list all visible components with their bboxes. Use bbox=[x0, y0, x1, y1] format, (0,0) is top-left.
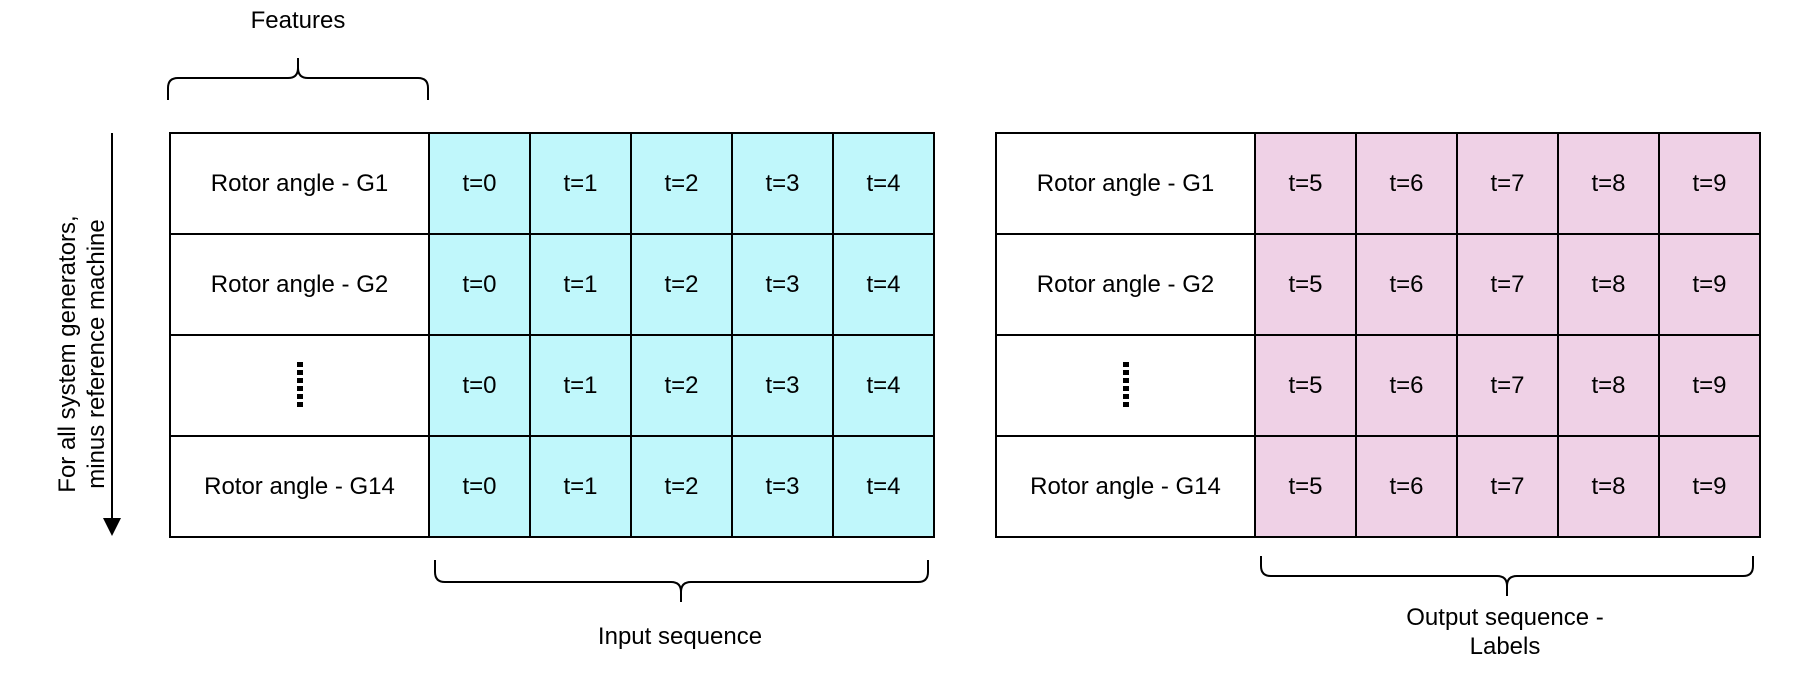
timestep-cell: t=4 bbox=[834, 437, 935, 538]
timestep-cell: t=1 bbox=[531, 134, 632, 235]
features-label: Features bbox=[250, 7, 346, 34]
output-label-line1: Output sequence - bbox=[1406, 604, 1604, 631]
timestep-cell: t=0 bbox=[430, 235, 531, 336]
timestep-cell: t=1 bbox=[531, 437, 632, 538]
feature-label-cell: Rotor angle - G1 bbox=[997, 134, 1256, 235]
feature-label-cell: Rotor angle - G1 bbox=[171, 134, 430, 235]
timestep-cell: t=4 bbox=[834, 134, 935, 235]
input-sequence-label: Input sequence bbox=[597, 623, 763, 650]
vertical-ellipsis-icon bbox=[296, 361, 303, 410]
timestep-cell: t=6 bbox=[1357, 235, 1458, 336]
timestep-cell: t=3 bbox=[733, 134, 834, 235]
features-brace bbox=[167, 58, 429, 100]
output-label-line2: Labels bbox=[1469, 633, 1541, 660]
timestep-cell: t=3 bbox=[733, 235, 834, 336]
timestep-cell: t=5 bbox=[1256, 336, 1357, 437]
timestep-cell: t=4 bbox=[834, 336, 935, 437]
timestep-cell: t=9 bbox=[1660, 437, 1761, 538]
input-sequence-brace bbox=[434, 560, 929, 602]
timestep-cell: t=7 bbox=[1458, 437, 1559, 538]
timestep-cell: t=8 bbox=[1559, 235, 1660, 336]
timestep-cell: t=3 bbox=[733, 336, 834, 437]
feature-label-cell: Rotor angle - G2 bbox=[997, 235, 1256, 336]
timestep-cell: t=6 bbox=[1357, 336, 1458, 437]
timestep-cell: t=7 bbox=[1458, 235, 1559, 336]
timestep-cell: t=9 bbox=[1660, 134, 1761, 235]
timestep-cell: t=1 bbox=[531, 235, 632, 336]
feature-label-cell: Rotor angle - G14 bbox=[171, 437, 430, 538]
timestep-cell: t=9 bbox=[1660, 336, 1761, 437]
timestep-cell: t=2 bbox=[632, 235, 733, 336]
vertical-ellipsis-icon bbox=[1122, 361, 1129, 410]
timestep-cell: t=4 bbox=[834, 235, 935, 336]
timestep-cell: t=5 bbox=[1256, 437, 1357, 538]
timestep-cell: t=7 bbox=[1458, 336, 1559, 437]
timestep-cell: t=6 bbox=[1357, 134, 1458, 235]
timestep-cell: t=2 bbox=[632, 437, 733, 538]
timestep-cell: t=2 bbox=[632, 134, 733, 235]
output-sequence-label: Output sequence - Labels bbox=[1355, 603, 1655, 661]
timestep-cell: t=3 bbox=[733, 437, 834, 538]
generators-arrow-head bbox=[103, 518, 121, 536]
timestep-cell: t=0 bbox=[430, 134, 531, 235]
feature-label-cell: Rotor angle - G14 bbox=[997, 437, 1256, 538]
timestep-cell: t=1 bbox=[531, 336, 632, 437]
timestep-cell: t=7 bbox=[1458, 134, 1559, 235]
timestep-cell: t=9 bbox=[1660, 235, 1761, 336]
timestep-cell: t=5 bbox=[1256, 235, 1357, 336]
timestep-cell: t=0 bbox=[430, 437, 531, 538]
timestep-cell: t=8 bbox=[1559, 336, 1660, 437]
timestep-cell: t=8 bbox=[1559, 437, 1660, 538]
row-ellipsis-cell bbox=[997, 336, 1256, 437]
timestep-cell: t=5 bbox=[1256, 134, 1357, 235]
output-sequence-brace bbox=[1260, 556, 1754, 596]
row-ellipsis-cell bbox=[171, 336, 430, 437]
timestep-cell: t=0 bbox=[430, 336, 531, 437]
timestep-cell: t=8 bbox=[1559, 134, 1660, 235]
timestep-cell: t=6 bbox=[1357, 437, 1458, 538]
feature-label-cell: Rotor angle - G2 bbox=[171, 235, 430, 336]
timestep-cell: t=2 bbox=[632, 336, 733, 437]
